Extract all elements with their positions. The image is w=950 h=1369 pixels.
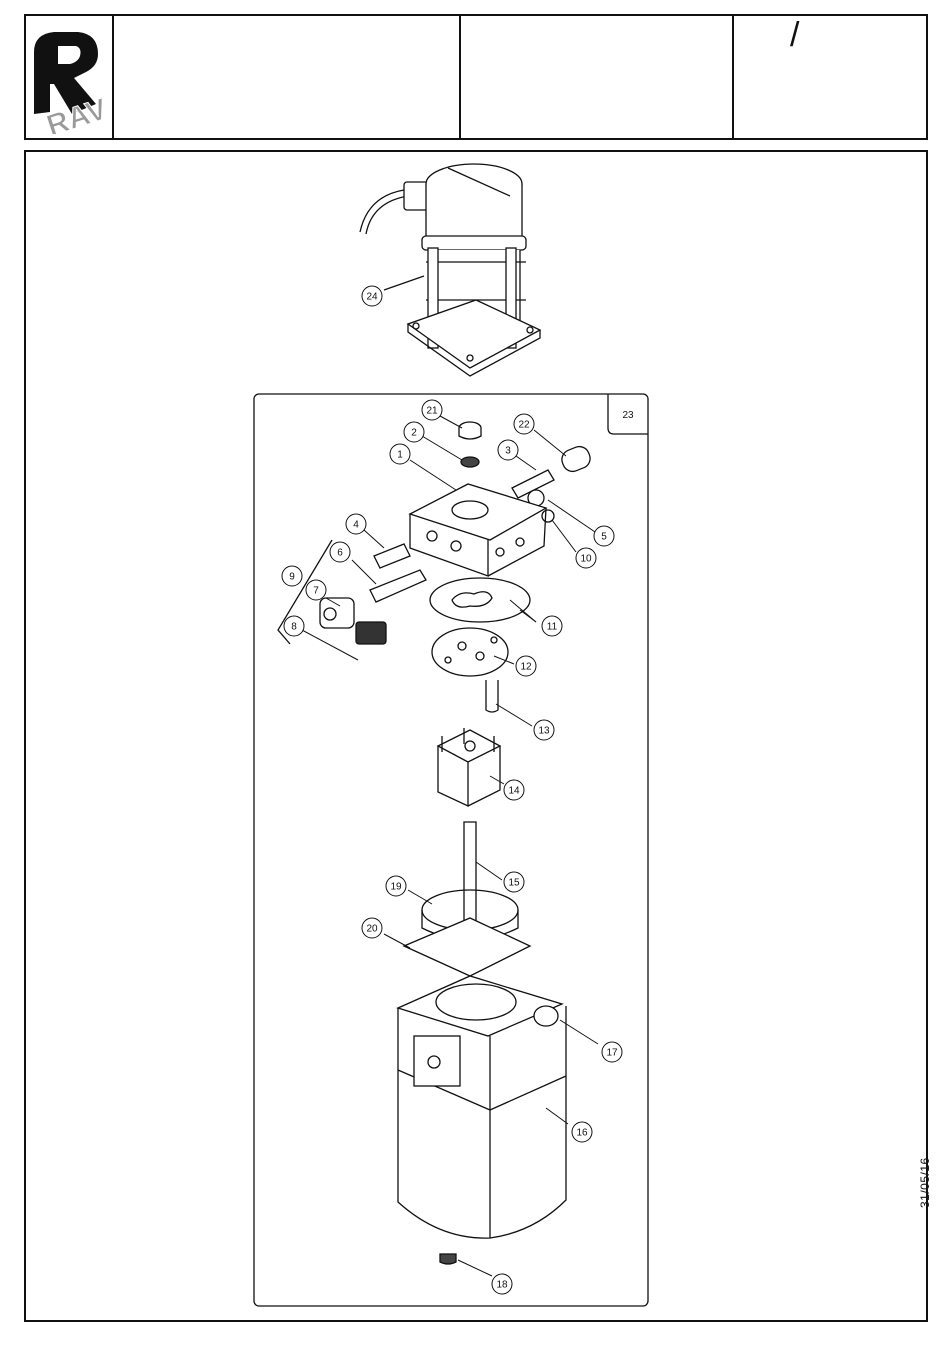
callout-label-15: 15 (508, 878, 520, 889)
callout-label-19: 19 (390, 882, 402, 893)
callout-label-1: 1 (397, 450, 403, 461)
callout-label-18: 18 (496, 1280, 508, 1291)
callout-label-3: 3 (505, 446, 511, 457)
group-frame (254, 394, 648, 1306)
callout-label-24: 24 (366, 292, 378, 303)
callout-label-7: 7 (313, 586, 319, 597)
callout-label-6: 6 (337, 548, 343, 559)
callout-label-22: 22 (518, 420, 530, 431)
callout-label-12: 12 (520, 662, 532, 673)
revision-date: 31/05/16 (918, 1157, 932, 1208)
callout-label-9: 9 (289, 572, 295, 583)
callout-label-21: 21 (426, 406, 438, 417)
callout-label-17: 17 (606, 1048, 618, 1059)
electric-motor (360, 164, 540, 376)
callout-label-16: 16 (576, 1128, 588, 1139)
base-plate (432, 628, 508, 676)
callout-label-4: 4 (353, 520, 359, 531)
callout-label-14: 14 (508, 786, 520, 797)
callout-label-11: 11 (547, 622, 558, 633)
callout-label-5: 5 (601, 532, 607, 543)
group-label: 23 (622, 410, 634, 421)
callout-label-10: 10 (580, 554, 592, 565)
gear-pump (438, 728, 500, 806)
callout-label-13: 13 (538, 726, 550, 737)
callout-label-8: 8 (291, 622, 297, 633)
valve-block (410, 484, 546, 576)
callout-label-2: 2 (411, 428, 417, 439)
callout-label-20: 20 (366, 924, 378, 935)
